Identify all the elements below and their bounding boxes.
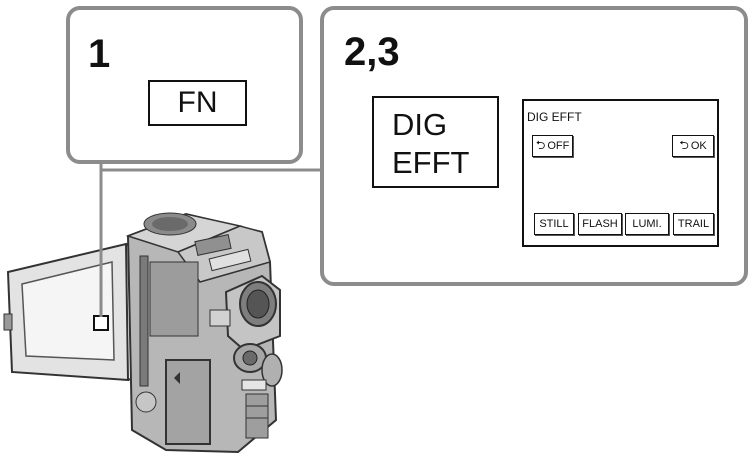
step-number: 2,3 xyxy=(344,30,400,74)
effect-still-button[interactable]: STILL xyxy=(534,213,574,235)
dig-efft-button[interactable]: DIG EFFT xyxy=(372,96,499,188)
ok-label: OK xyxy=(690,140,707,152)
step-number: 1 xyxy=(88,32,111,76)
lcd-panel xyxy=(3,242,139,382)
dig-efft-label-line2: EFFT xyxy=(392,145,470,180)
effect-flash-button[interactable]: FLASH xyxy=(578,213,622,235)
fn-button[interactable]: FN xyxy=(148,80,247,126)
off-label: OFF xyxy=(547,140,570,152)
return-arrow-icon: ⮌ xyxy=(535,137,546,152)
step-1-panel: 1 FN xyxy=(66,6,303,164)
ok-button[interactable]: ⮌ OK xyxy=(672,135,714,157)
camera-body xyxy=(93,212,283,454)
effect-trail-button[interactable]: TRAIL xyxy=(673,213,714,235)
step-2-3-panel: 2,3 DIG EFFT DIG EFFT ⮌ OFF ⮌ OK STILL F… xyxy=(320,6,748,286)
effect-lumi-button[interactable]: LUMI. xyxy=(625,213,669,235)
lcd-menu-screen: DIG EFFT ⮌ OFF ⮌ OK STILL FLASH LUMI. TR… xyxy=(522,99,719,247)
return-arrow-icon: ⮌ xyxy=(679,137,689,152)
dig-efft-label-line1: DIG xyxy=(392,107,448,142)
off-button[interactable]: ⮌ OFF xyxy=(532,135,573,157)
screen-title: DIG EFFT xyxy=(527,110,582,124)
